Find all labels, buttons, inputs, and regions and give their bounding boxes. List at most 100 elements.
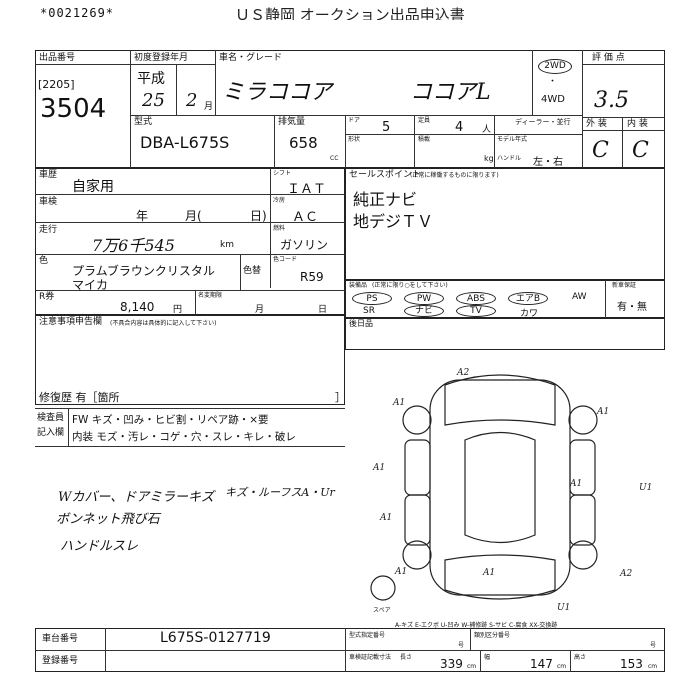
color-value-1: プラムブラウンクリスタル — [72, 264, 215, 278]
car-grade: ココアL — [410, 80, 491, 105]
handwritten-note-2: ボンネット飛び石 — [56, 512, 160, 527]
registration-era: 平成 — [137, 71, 165, 87]
damage-mark: A1 — [372, 463, 385, 473]
dealer-label: ディーラー・並行 — [515, 118, 571, 126]
usage-label: 車歴 — [39, 170, 58, 180]
lot-label: 出品番号 — [39, 53, 76, 63]
recycle-label: R券 — [39, 292, 55, 302]
load-label: 積載 — [418, 136, 431, 143]
model-label: 型式 — [134, 117, 153, 127]
equip-pw: PW — [404, 292, 444, 305]
selling-point-1: 純正ナビ — [353, 190, 418, 209]
inspection-label: 車検 — [39, 197, 58, 207]
inspection-day: 日) — [250, 209, 267, 223]
equipment-label: 装備品 — [349, 282, 368, 289]
equipment-frame — [345, 280, 665, 318]
damage-mark: A1 — [394, 567, 407, 577]
equip-sr: SR — [363, 306, 375, 316]
mileage-value: 7万6千545 — [92, 236, 175, 255]
spare-label: スペア — [373, 607, 391, 614]
height-value: 153 — [620, 657, 643, 671]
name-change-day: 日 — [318, 305, 328, 315]
capacity-value: 4 — [455, 120, 464, 135]
equip-abs: ABS — [456, 292, 496, 305]
new-car-warranty-label: 新車保証 — [612, 282, 637, 289]
damage-mark: A1 — [482, 568, 495, 578]
fuel-value: ガソリン — [280, 238, 329, 252]
height-unit: cm — [648, 663, 658, 670]
name-change-label: 名変期限 — [198, 292, 223, 299]
spare-wheel — [370, 575, 396, 601]
shape-label: 形状 — [348, 136, 361, 143]
wheel-rear-right — [568, 540, 598, 570]
chassis-number: L675S-0127719 — [160, 630, 271, 646]
notes-sub: (不具合内容は具体的に記入して下さい) — [110, 320, 217, 327]
handwritten-note-4: キズ・ルーフスA・Ur — [225, 486, 335, 499]
aircon-value: ＡＣ — [292, 210, 319, 225]
length-unit: cm — [467, 663, 477, 670]
selling-points-frame — [345, 168, 665, 280]
mileage-unit: km — [220, 240, 234, 250]
damage-mark: A1 — [379, 513, 392, 523]
equip-leather: カワ — [520, 309, 539, 319]
recycle-value: 8,140 — [120, 300, 155, 314]
shift-label: シフト — [273, 170, 292, 177]
selling-points-label: セールスポイント — [349, 170, 422, 180]
wheel-front-left — [402, 405, 432, 435]
aircon-label: 冷房 — [273, 197, 286, 204]
lot-code: [2205] — [38, 78, 75, 91]
form-title: ＵＳ静岡 オークション出品申込書 — [235, 6, 465, 20]
car-body-outline — [429, 379, 571, 596]
registration-month: 2 — [186, 90, 198, 111]
damage-mark: U1 — [557, 603, 570, 613]
load-unit: kg — [484, 154, 494, 163]
equip-navi: ナビ — [404, 305, 444, 317]
registration-year: 25 — [142, 90, 165, 111]
equip-airbag: エアB — [508, 292, 548, 305]
lot-number: 3504 — [40, 94, 107, 124]
notes-label: 注意事項申告欄 — [39, 317, 103, 327]
width-unit: cm — [557, 663, 567, 670]
rating-label: 評 価 点 — [592, 53, 625, 63]
warranty-value: 有・無 — [617, 302, 647, 313]
registration-label: 初度登録年月 — [134, 53, 189, 63]
inspector-label-2: 記入欄 — [37, 428, 65, 438]
doors-value: 5 — [382, 120, 391, 135]
equip-tv: TV — [456, 305, 496, 317]
inspector-row-2: 内装 モズ・汚レ・コゲ・穴・スレ・キレ・破レ — [72, 431, 296, 443]
damage-diagram: A2 A1 A1 A1 A1 A1 U1 A1 A2 A1 U1 スペア — [370, 368, 652, 614]
equipment-sub: (正常に限り○をして下さい) — [372, 282, 448, 289]
handwritten-note-1: Wカバー、ドアミラーキズ — [58, 490, 214, 505]
drive-dot: ・ — [548, 77, 558, 87]
type-number-value: 号 — [458, 642, 465, 649]
notes-frame — [35, 315, 345, 405]
wheel-front-right — [568, 405, 598, 435]
equip-aw: AW — [572, 292, 587, 302]
damage-mark: A1 — [569, 479, 582, 489]
left-door-front — [404, 439, 431, 496]
length-value: 339 — [440, 657, 463, 671]
recycle-unit: 円 — [173, 305, 183, 315]
inspector-row-1: FW キズ・凹み・ヒビ割・リペア跡・×要 — [72, 414, 269, 426]
doors-label: ドア — [348, 117, 361, 124]
displacement-value: 658 — [289, 134, 318, 152]
model-year-label: モデル年式 — [497, 136, 528, 143]
selling-points-sub: (正常に稼働するものに限ります) — [410, 172, 499, 179]
color-code: R59 — [300, 270, 324, 284]
repair-history: 修復歴 有［箇所 — [39, 391, 120, 404]
registration-month-unit: 月 — [204, 102, 214, 112]
color-code-label: 色コード — [273, 256, 298, 263]
exterior-grade: C — [592, 138, 609, 163]
color-label: 色 — [39, 256, 49, 266]
right-door-rear — [569, 494, 596, 546]
drive-4wd: 4WD — [541, 94, 565, 105]
name-change-month: 月 — [255, 305, 265, 315]
damage-mark: U1 — [639, 483, 652, 493]
history-frame — [35, 168, 345, 315]
left-door-rear — [404, 494, 431, 546]
capacity-unit: 人 — [482, 125, 492, 135]
width-value: 147 — [530, 657, 553, 671]
height-label: 高さ — [574, 654, 587, 661]
displacement-label: 排気量 — [278, 117, 306, 127]
displacement-unit: CC — [330, 155, 339, 162]
